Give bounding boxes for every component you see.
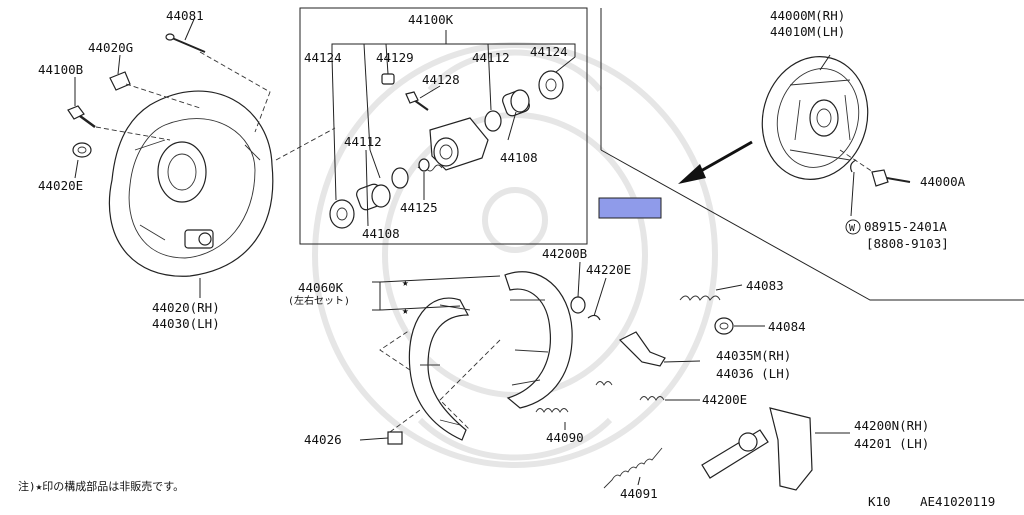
star-marker-2: ★	[402, 304, 409, 317]
brake-assembly-44000M	[761, 54, 881, 181]
label-44000A: 44000A	[920, 174, 966, 189]
label-44200B: 44200B	[542, 246, 587, 261]
label-08915-2401A: 08915-2401A	[864, 219, 947, 234]
page-code: K10	[868, 494, 891, 509]
plug-44020G	[109, 71, 131, 91]
spring-44200E	[639, 396, 665, 401]
label-44091: 44091	[620, 486, 658, 501]
label-44083: 44083	[746, 278, 784, 293]
wheel-cylinder-parts	[329, 30, 576, 229]
brake-shoe-left	[408, 297, 471, 441]
wheel-cylinder-inset-box	[299, 7, 588, 245]
label-44100K: 44100K	[408, 12, 454, 27]
label-44129: 44129	[376, 50, 414, 65]
label-44128: 44128	[422, 72, 460, 87]
label-44220E: 44220E	[586, 262, 631, 277]
label-44108-right: 44108	[500, 150, 538, 165]
label-44060K: 44060K	[298, 280, 344, 295]
footer-note: 注)★印の構成部品は非販売です。	[18, 479, 184, 493]
brake-shoe-right	[504, 271, 573, 409]
label-44035M-rh: 44035M(RH)	[716, 348, 791, 363]
label-44081: 44081	[166, 8, 204, 23]
washer-mark-circle	[845, 219, 861, 235]
diagram-code: AE41020119	[920, 494, 995, 509]
label-44020E: 44020E	[38, 178, 83, 193]
clip-44220E	[587, 314, 601, 321]
bolt-44000A	[871, 169, 911, 187]
washer-mark: W	[849, 223, 856, 234]
label-44000M-rh: 44000M(RH)	[770, 8, 845, 23]
label-44100B: 44100B	[38, 62, 83, 77]
label-44125: 44125	[400, 200, 438, 215]
backing-plate-44020	[108, 90, 274, 277]
spring-44083	[679, 295, 721, 301]
label-44020G: 44020G	[88, 40, 133, 55]
label-44108-left: 44108	[362, 226, 400, 241]
label-44020-rh: 44020(RH)	[152, 300, 220, 315]
label-44201-lh: 44201 (LH)	[854, 436, 929, 451]
label-44036-lh: 44036 (LH)	[716, 366, 791, 381]
spring-44090	[535, 381, 613, 413]
label-44112-mid: 44112	[344, 134, 382, 149]
label-8808-9103: [8808-9103]	[866, 236, 949, 251]
label-44124-right: 44124	[530, 44, 568, 59]
label-44124-left: 44124	[304, 50, 342, 65]
clip-08915	[850, 159, 857, 173]
pin-44026	[387, 431, 403, 445]
label-44026: 44026	[304, 432, 342, 447]
label-44200E: 44200E	[702, 392, 747, 407]
spring-44091	[603, 447, 663, 489]
adjuster-44200N	[701, 407, 813, 491]
grommet-44020E	[72, 142, 92, 158]
pin-44081	[165, 33, 206, 53]
label-44200N-rh: 44200N(RH)	[854, 418, 929, 433]
label-44084: 44084	[768, 319, 806, 334]
star-marker-1: ★	[402, 276, 409, 289]
ring-44200B	[570, 296, 586, 314]
direction-arrow	[678, 140, 753, 184]
label-set-note: (左右セット)	[288, 294, 350, 307]
bolt-44100B	[67, 105, 96, 129]
lever-44035M	[618, 331, 666, 367]
label-44010M-lh: 44010M(LH)	[770, 24, 845, 39]
highlight-marker	[598, 197, 662, 219]
label-44030-lh: 44030(LH)	[152, 316, 220, 331]
cup-44084	[714, 317, 734, 335]
label-44090: 44090	[546, 430, 584, 445]
section-divider	[600, 149, 1024, 301]
label-44112-top: 44112	[472, 50, 510, 65]
